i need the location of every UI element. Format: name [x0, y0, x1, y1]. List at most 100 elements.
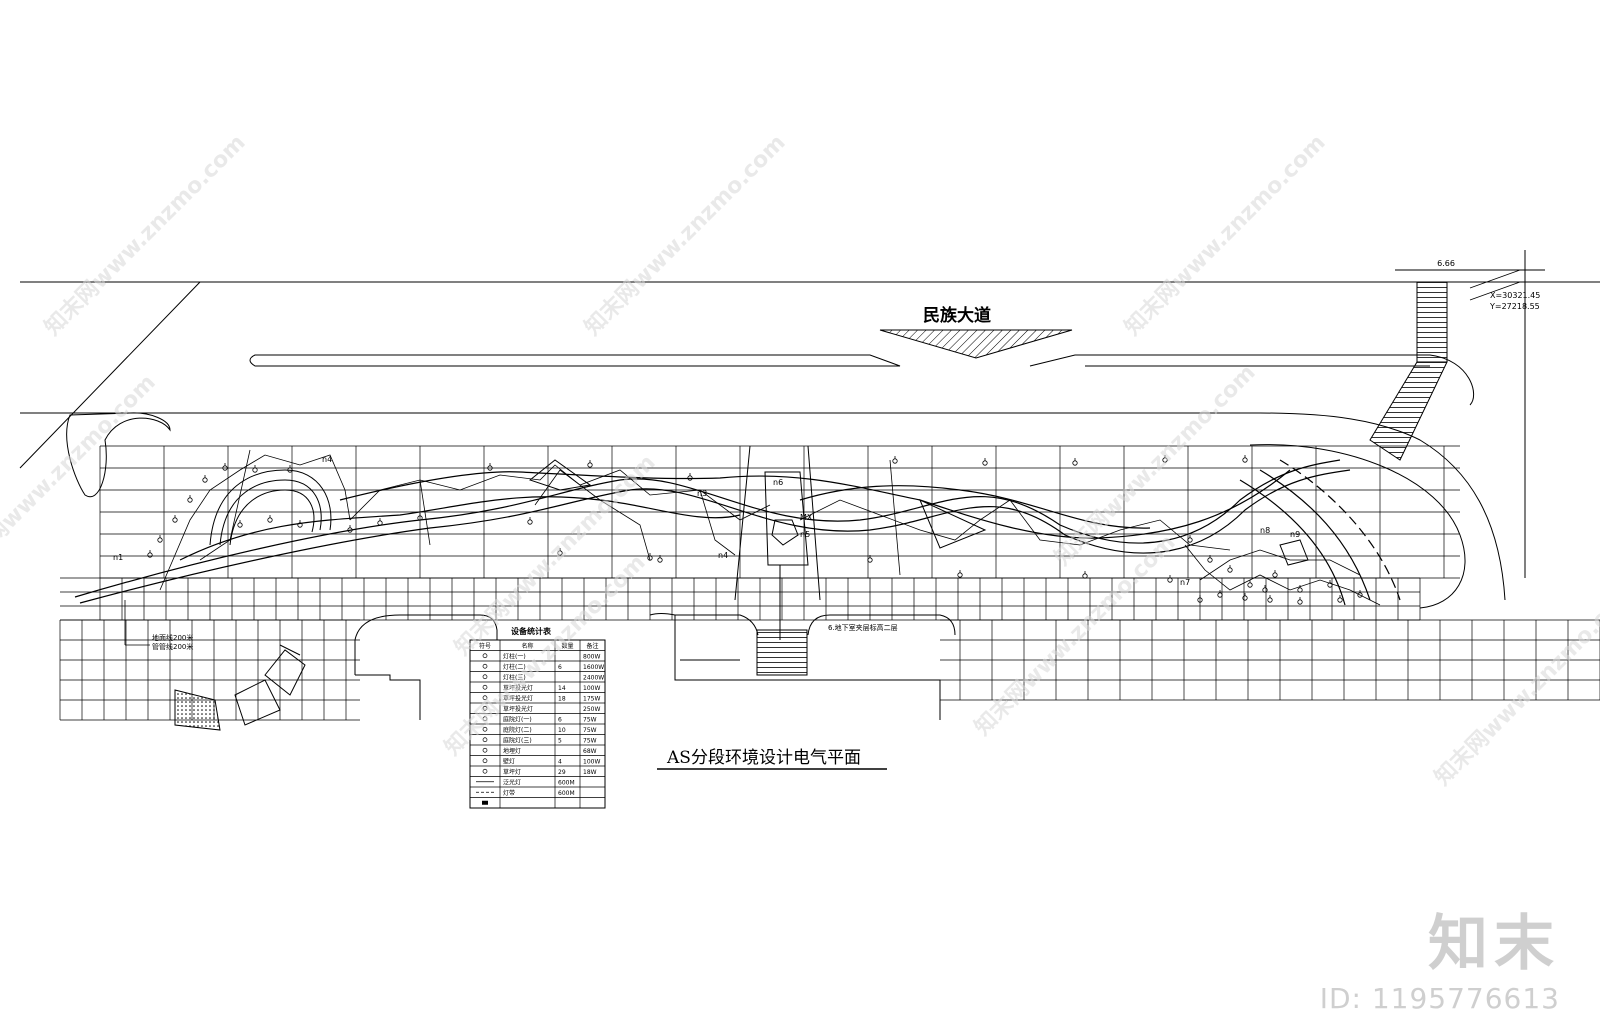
watermark-text: 知末网www.znzmo.com	[579, 129, 790, 340]
direction-arrow	[879, 329, 1073, 359]
light-fixture-icon	[587, 460, 593, 468]
table-header-cell: 符号	[479, 642, 491, 650]
table-cell: 2400W	[583, 675, 604, 682]
watermark-text: 知末网www.znzmo.com	[39, 129, 250, 340]
light-fixture-icon	[1162, 455, 1168, 463]
table-cell: 14	[558, 685, 566, 692]
watermark-text: 知末网www.znzmo.com	[1429, 579, 1600, 790]
light-fixture-icon	[187, 495, 193, 503]
equipment-table-title: 设备统计表	[511, 626, 552, 636]
light-fixture-icon	[982, 458, 988, 466]
note-n1: 地面线200米	[152, 633, 193, 642]
table-symbol-icon	[482, 800, 488, 805]
table-cell: 6	[558, 717, 562, 724]
plaza-boundary-curve	[1249, 444, 1466, 609]
drawing-title: AS分段环境设计电气平面	[666, 748, 861, 768]
light-fixtures	[147, 455, 1363, 605]
road-outline	[19, 250, 1600, 601]
note-n2: 管管线200米	[152, 642, 193, 651]
table-symbol-icon	[482, 695, 488, 701]
light-fixture-icon	[347, 525, 353, 533]
table-symbol-icon	[482, 747, 488, 753]
light-fixture-icon	[867, 555, 873, 563]
light-fixture-icon	[1327, 580, 1333, 588]
svg-text:n8: n8	[1260, 526, 1270, 535]
svg-text:n7: n7	[1180, 578, 1190, 587]
light-fixture-icon	[222, 463, 228, 471]
light-fixture-icon	[297, 520, 303, 528]
light-fixture-icon	[157, 535, 163, 543]
table-cell: 600M	[558, 790, 575, 797]
table-cell: 175W	[583, 696, 600, 703]
table-cell: 庭院灯(一)	[503, 716, 532, 724]
table-cell: 泛光灯	[503, 779, 521, 787]
light-fixture-icon	[527, 517, 533, 525]
pedestrian-crossing: 6.66 X=30321.45 Y=27218.55	[1369, 259, 1540, 461]
svg-text:n4: n4	[718, 551, 728, 560]
coord-x-label: X=30321.45	[1490, 291, 1540, 300]
brand-logo: 知末	[1428, 909, 1560, 979]
light-fixture-icon	[1297, 597, 1303, 605]
road-name: 民族大道	[923, 305, 991, 326]
watermark-text: 知末网www.znzmo.com	[0, 369, 161, 580]
svg-text:n5: n5	[800, 530, 810, 539]
table-cell: 灯柱(二)	[503, 663, 526, 671]
table-cell: 100W	[583, 685, 600, 692]
table-symbol-icon	[482, 684, 488, 690]
light-fixture-icon	[1242, 455, 1248, 463]
light-fixture-icon	[267, 515, 273, 523]
light-fixture-icon	[1242, 593, 1248, 601]
light-fixture-icon	[957, 570, 963, 578]
table-cell: 100W	[583, 759, 600, 766]
light-fixture-icon	[377, 518, 383, 526]
watermark-text: 知末网www.znzmo.com	[1119, 129, 1330, 340]
table-cell: 4	[558, 759, 562, 766]
brand-watermark: 知末 ID: 1195776613	[1320, 912, 1560, 1015]
landscape-paths	[74, 459, 1401, 606]
table-cell: 草坪投光灯	[503, 684, 533, 692]
table-cell: 800W	[583, 654, 600, 661]
table-symbol-icon	[482, 663, 488, 669]
light-fixture-icon	[892, 456, 898, 464]
table-cell: 5	[558, 738, 562, 745]
table-cell: 草坪投光灯	[503, 705, 533, 713]
table-cell: 地埋灯	[503, 747, 521, 755]
svg-text:n4: n4	[322, 455, 332, 464]
light-fixture-icon	[172, 515, 178, 523]
table-cell: 18	[558, 696, 566, 703]
table-cell: 68W	[583, 748, 597, 755]
light-fixture-icon	[1227, 565, 1233, 573]
cable-runs	[159, 449, 1381, 606]
light-fixture-icon	[1167, 575, 1173, 583]
table-cell: 灯带	[503, 789, 515, 797]
light-fixture-icon	[237, 520, 243, 528]
light-fixture-icon	[1197, 595, 1203, 603]
table-cell: 75W	[583, 727, 597, 734]
table-symbol-icon	[482, 758, 488, 764]
light-fixture-icon	[1297, 585, 1303, 593]
light-fixture-icon	[1207, 555, 1213, 563]
table-cell: 6	[558, 664, 562, 671]
table-cell: 庭院灯(三)	[503, 737, 532, 745]
table-cell: 庭院灯(二)	[503, 726, 532, 734]
watermarks: 知末网www.znzmo.com 知末网www.znzmo.com 知末网www.z…	[0, 129, 1600, 790]
svg-text:n1: n1	[113, 553, 123, 562]
light-fixture-icon	[287, 465, 293, 473]
coord-y-label: Y=27218.55	[1489, 302, 1540, 311]
building-outline	[354, 613, 956, 720]
amphitheatre	[209, 469, 332, 546]
table-cell: 75W	[583, 717, 597, 724]
table-cell: 草坪投光灯	[503, 695, 533, 703]
table-header-cell: 备注	[586, 642, 598, 650]
light-fixture-icon	[647, 553, 653, 561]
svg-text:n3: n3	[697, 489, 707, 498]
table-symbol-icon	[482, 705, 488, 711]
road-label: 民族大道	[879, 305, 1073, 359]
table-symbol-icon	[482, 716, 488, 722]
table-cell: 75W	[583, 738, 597, 745]
light-fixture-icon	[1082, 571, 1088, 579]
light-fixture-icon	[487, 463, 493, 471]
table-symbol-icon	[482, 653, 488, 659]
image-id: ID: 1195776613	[1319, 982, 1560, 1015]
